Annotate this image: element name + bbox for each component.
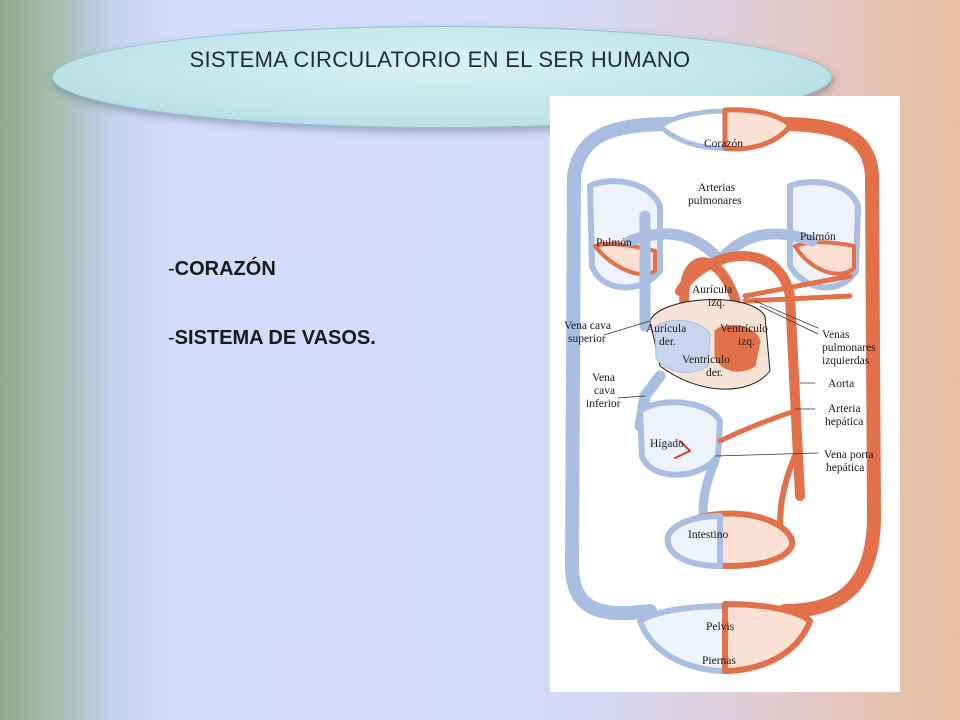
bullet-corazon: -CORAZÓN — [168, 258, 276, 280]
label-vena-cava-inf-3: inferior — [586, 398, 621, 410]
label-arteria-hep-2: hepática — [825, 416, 863, 428]
intestine-venous — [664, 513, 723, 569]
label-higado: Hígado — [650, 438, 684, 450]
label-intestino: Intestino — [688, 529, 728, 541]
label-arteria-hep-1: Arteria — [828, 403, 861, 415]
label-ventriculo-izq-2: izq. — [738, 336, 755, 348]
label-auricula-izq-2: izq. — [708, 297, 725, 309]
label-aorta: Aorta — [828, 378, 854, 390]
label-corazon: Corazón — [704, 138, 743, 150]
label-pulmon-izq: Pulmón — [596, 237, 632, 249]
mesenteric-artery — [777, 453, 798, 529]
bullet-list: -CORAZÓN -SISTEMA DE VASOS. — [168, 258, 376, 396]
label-vena-cava-inf-2: cava — [594, 385, 615, 397]
label-ventriculo-izq-1: Ventrículo — [720, 323, 768, 335]
label-venas-pulm-1: Venas — [822, 329, 850, 341]
label-auricula-der-2: der. — [659, 336, 676, 348]
label-vena-porta-1: Vena porta — [824, 449, 874, 461]
label-venas-pulm-3: izquierdas — [822, 355, 870, 367]
label-pelvis: Pelvis — [706, 621, 735, 633]
pelvis-legs-arterial — [722, 601, 813, 674]
circulatory-diagram-svg: Corazón Arterias pulmonares Pulmón Pulmó… — [564, 107, 881, 674]
hepatic-artery — [717, 408, 798, 444]
circulatory-diagram: Corazón Arterias pulmonares Pulmón Pulmó… — [550, 96, 900, 692]
cap-bed-heart-right — [722, 107, 793, 152]
hepatic-red — [674, 440, 691, 459]
pulmonary-veins — [742, 273, 853, 304]
label-piernas: Piernas — [702, 655, 736, 667]
slide-title: SISTEMA CIRCULATORIO EN EL SER HUMANO — [189, 47, 691, 72]
bullet-sistema-vasos: -SISTEMA DE VASOS. — [168, 327, 376, 349]
vessel-top-venous — [565, 117, 677, 621]
label-ventriculo-der-2: der. — [706, 367, 723, 379]
label-vena-porta-2: hepática — [826, 462, 864, 474]
leader-lines — [603, 300, 819, 457]
label-arterias-pulmonares-2: pulmonares — [688, 195, 742, 207]
heart-right-chambers — [654, 319, 711, 373]
label-vena-cava-sup-2: superior — [568, 333, 606, 345]
label-vena-cava-inf-1: Vena — [592, 372, 615, 384]
label-auricula-izq-1: Aurícula — [692, 284, 732, 296]
label-arterias-pulmonares-1: Arterias — [698, 182, 736, 194]
label-ventriculo-der-1: Ventrículo — [682, 354, 730, 366]
label-auricula-der-1: Aurícula — [646, 323, 686, 335]
vessel-top-arterial — [773, 117, 881, 618]
label-venas-pulm-2: pulmonares — [822, 342, 876, 354]
heart-left-ventricle — [714, 324, 761, 372]
label-vena-cava-sup-1: Vena cava — [564, 320, 611, 332]
label-pulmon-der: Pulmón — [800, 231, 836, 243]
